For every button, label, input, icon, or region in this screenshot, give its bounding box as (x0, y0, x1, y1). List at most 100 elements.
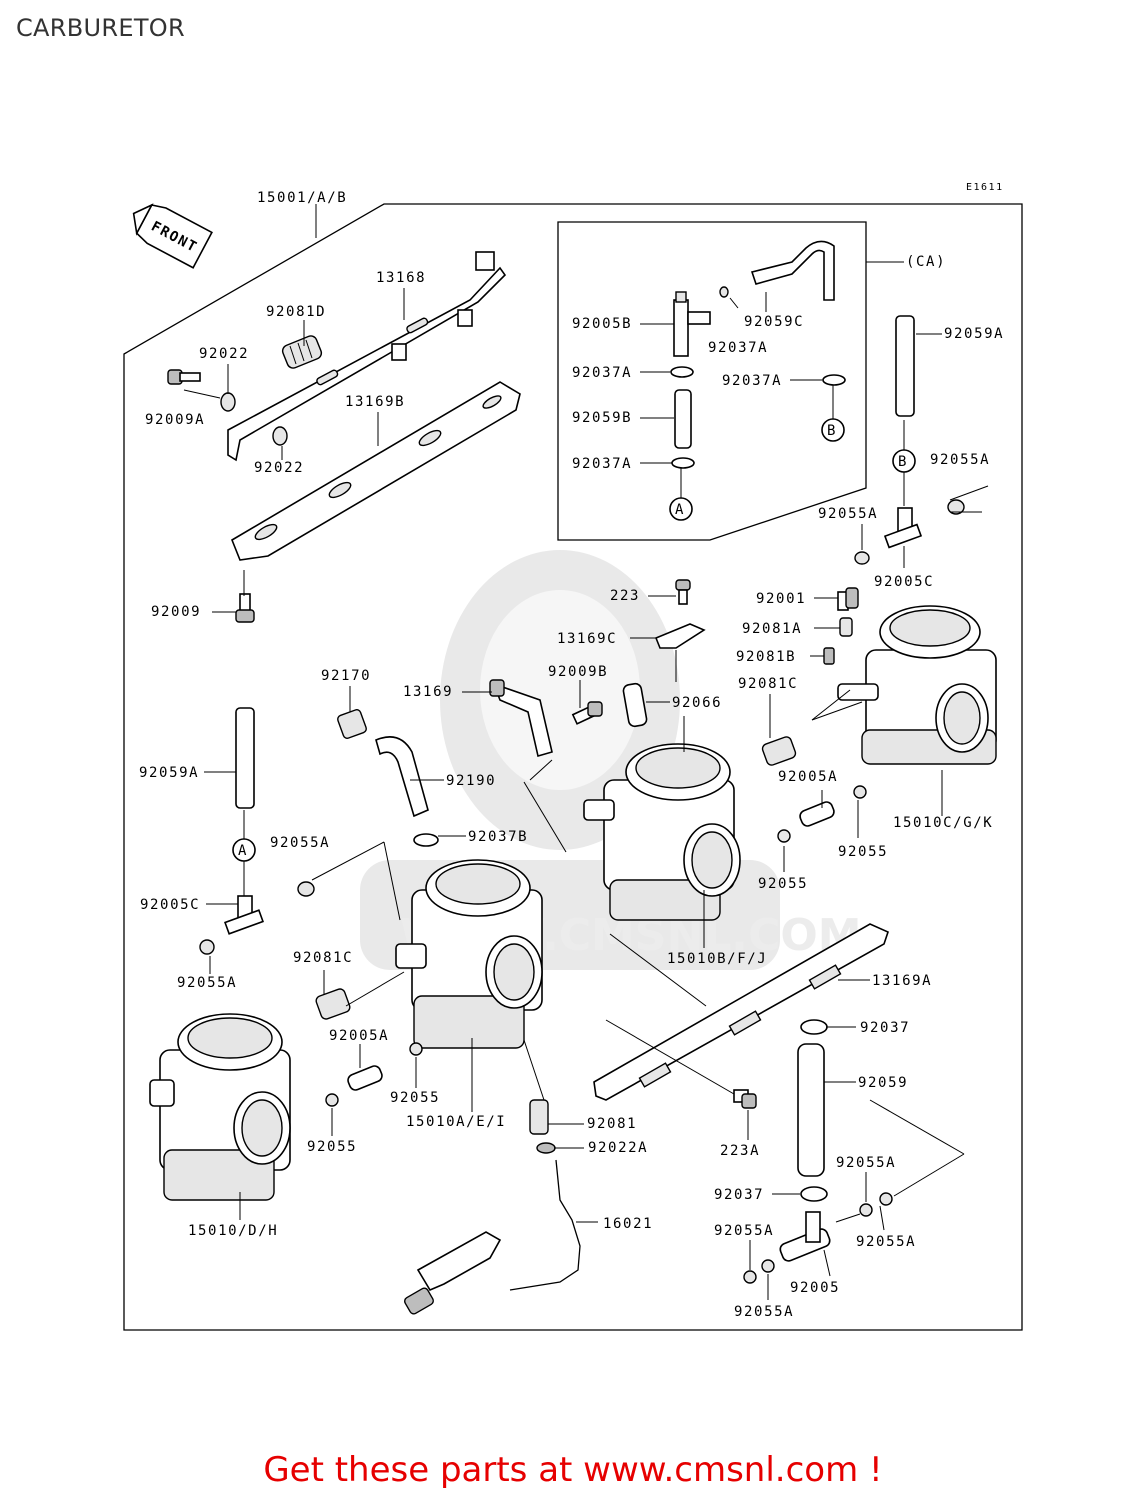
callout-a-top: A (669, 497, 693, 521)
diagram-code: E1611 (966, 182, 1004, 193)
label-92055a-br3: 92055A (856, 1234, 916, 1250)
svg-text:B: B (827, 423, 837, 439)
fitting-92005a-left (347, 1065, 383, 1091)
spring-92081c-right (761, 736, 797, 766)
label-92005c-right: 92005C (874, 574, 934, 590)
oring-92055-center (777, 829, 791, 843)
oring-92055a-br3 (743, 1270, 757, 1284)
label-13169: 13169 (403, 684, 453, 700)
label-92037: 92037 (860, 1020, 910, 1036)
label-92005b: 92005B (572, 316, 632, 332)
label-92037a-1: 92037A (572, 365, 632, 381)
label-92005a-left: 92005A (329, 1028, 389, 1044)
label-223: 223 (610, 588, 640, 604)
label-92055a-br2: 92055A (714, 1223, 774, 1239)
clip-92170 (337, 709, 367, 739)
clamp-92037a-3 (822, 374, 846, 386)
screw-92009b (571, 701, 603, 725)
fitting-92005b (673, 291, 711, 357)
label-13168: 13168 (376, 270, 426, 286)
hose-92059b (674, 389, 692, 449)
label-15001-a-b: 15001/A/B (257, 190, 347, 206)
label-92081b: 92081B (736, 649, 796, 665)
label-92055a-mid: 92055A (818, 506, 878, 522)
svg-text:B: B (898, 454, 908, 470)
bracket-13169 (489, 679, 553, 758)
label-92081c-right: 92081C (738, 676, 798, 692)
oring-92055a-br2 (879, 1192, 893, 1206)
footer-cta-link[interactable]: Get these parts at www.cmsnl.com ! (263, 1450, 883, 1490)
clamp-92037-br (800, 1186, 828, 1202)
label-92055a-left2: 92055A (177, 975, 237, 991)
svg-text:A: A (238, 843, 248, 859)
oring-92055a-mid (854, 551, 870, 565)
hose-92059c (719, 240, 835, 301)
label-92001: 92001 (756, 591, 806, 607)
hose-92190 (375, 736, 429, 818)
label-92059a-left: 92059A (139, 765, 199, 781)
label-92055-lower: 92055 (390, 1090, 440, 1106)
label-92059a-right: 92059A (944, 326, 1004, 342)
oring-92055a-br4 (761, 1259, 775, 1273)
label-92059b: 92059B (572, 410, 632, 426)
inset-box (557, 221, 867, 541)
carburetor-15010dh (149, 1013, 291, 1201)
assembly-frame (123, 203, 1023, 1331)
footer-cta[interactable]: Get these parts at www.cmsnl.com ! (0, 1450, 1146, 1490)
label-92059: 92059 (858, 1075, 908, 1091)
label-92037a-4: 92037A (722, 373, 782, 389)
page-title: CARBURETOR (16, 14, 185, 42)
spring-92081 (529, 1099, 549, 1135)
label-92055-lowleft: 92055 (307, 1139, 357, 1155)
label-92055a-br4: 92055A (734, 1304, 794, 1320)
oring-92055a-left2 (199, 939, 215, 955)
label-92055a-br1: 92055A (836, 1155, 896, 1171)
label-92055-right: 92055 (838, 844, 888, 860)
label-92022-top: 92022 (199, 346, 249, 362)
fitting-92005a-right (799, 801, 835, 827)
clamp-92037b (413, 833, 439, 847)
carburetor-exploded-diagram: WWW.CMSNL.COM E1611 FRONT (123, 182, 1023, 1331)
label-92022-bottom: 92022 (254, 460, 304, 476)
label-13169b: 13169B (345, 394, 405, 410)
cmsnl-watermark: WWW.CMSNL.COM (360, 550, 862, 970)
rail-13169b (231, 381, 521, 561)
washer-92022-bottom (272, 426, 288, 446)
label-92037a-3: 92037A (708, 340, 768, 356)
callout-b-top: B (821, 418, 845, 442)
oring-92055-lower (409, 1042, 423, 1056)
label-223a: 223A (720, 1143, 760, 1159)
label-15010bfj: 15010B/F/J (667, 951, 767, 967)
carburetor-15010cgk (837, 605, 997, 765)
label-92037a-2: 92037A (572, 456, 632, 472)
label-92081a: 92081A (742, 621, 802, 637)
label-15010dh: 15010/D/H (188, 1223, 278, 1239)
leader-lines (183, 204, 989, 1300)
fitting-92005c-left (224, 895, 264, 935)
spring-92081d (281, 335, 323, 369)
label-92055a-right: 92055A (930, 452, 990, 468)
label-92005: 92005 (790, 1280, 840, 1296)
screw-223a (733, 1089, 757, 1109)
screw-92009a (167, 369, 201, 385)
bracket-13169c (654, 623, 706, 649)
oring-92055-lowleft (325, 1093, 339, 1107)
carburetor-15010bfj (583, 743, 741, 921)
label-92081d: 92081D (266, 304, 326, 320)
label-92009b: 92009B (548, 664, 608, 680)
label-15010aei: 15010A/E/I (406, 1114, 506, 1130)
label-92190: 92190 (446, 773, 496, 789)
label-92037-br: 92037 (714, 1187, 764, 1203)
label-92037b: 92037B (468, 829, 528, 845)
spring-92081b (823, 647, 835, 665)
label-92005a-right: 92005A (778, 769, 838, 785)
clamp-92037a-2 (671, 457, 695, 469)
callout-b-right: B (892, 449, 916, 473)
svg-text:A: A (675, 502, 685, 518)
part-labels: 15001/A/B 13168 92081D 92022 92009A 1316… (139, 190, 1004, 1320)
label-92055-center: 92055 (758, 876, 808, 892)
label-15010cgk: 15010C/G/K (893, 815, 993, 831)
cable-16021 (404, 1159, 581, 1315)
washer-92022a (536, 1142, 556, 1154)
oring-92055a-right (947, 499, 965, 515)
